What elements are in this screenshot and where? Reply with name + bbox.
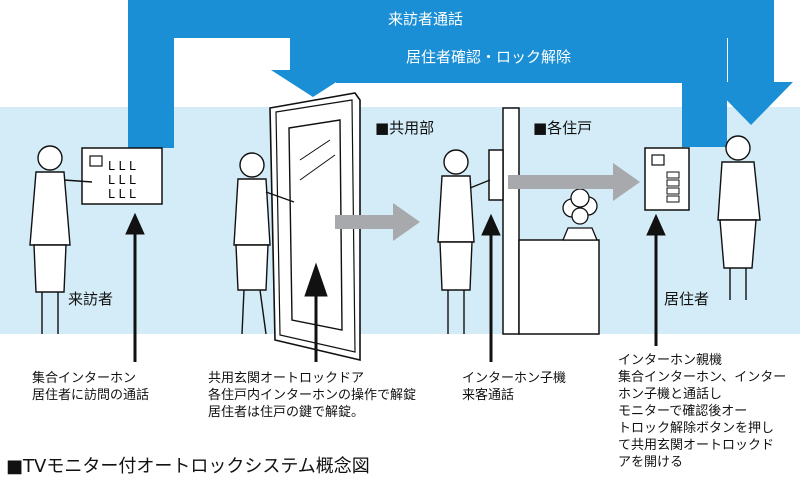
caption-line: トロック解除ボタンを押し (618, 421, 775, 436)
visitor-figure-2 (233, 152, 295, 335)
resident-label: 居住者 (664, 290, 710, 308)
caption-collective-intercom: 集合インターホン 居住者に訪問の通話 (32, 370, 149, 404)
caption-line: 共用玄関オートロックドア (208, 371, 365, 386)
caption-line: 居住者に訪問の通話 (32, 388, 150, 403)
caption-door-intercom: インターホン子機 来客通話 (462, 370, 566, 404)
common-area-label: ■共用部 (375, 119, 435, 137)
caption-line: 各住戸内インターホンの操作で解錠 (208, 388, 417, 403)
each-unit-label: ■各住戸 (533, 119, 593, 137)
visitor-figure-1 (29, 145, 93, 334)
door-intercom-icon (488, 149, 504, 201)
gray-arrow-2 (508, 163, 640, 201)
caption-line: インターホン子機 (462, 371, 567, 386)
diagram-title: ■TVモニター付オートロックシステム概念図 (6, 456, 370, 477)
callout-arrow-door-intercom (481, 213, 501, 362)
caption-line: 居住者は住戸の鍵で解錠。 (208, 405, 365, 420)
resident-figure (717, 135, 761, 300)
caption-line: アを開ける (618, 455, 684, 470)
gray-arrow-1 (335, 203, 420, 241)
auto-lock-door-icon (269, 92, 361, 362)
caption-line: 集合インターホン、インター (618, 370, 787, 385)
visitor-call-label: 来訪者通話 (388, 10, 464, 28)
caption-master-intercom: インターホン親機 集合インターホン、インター ホン子機と通話し モニターで確認後… (618, 352, 786, 471)
caption-auto-lock-door: 共用玄関オートロックドア 各住戸内インターホンの操作で解錠 居住者は住戸の鍵で解… (208, 370, 416, 421)
caption-line: て共用玄関オートロックド (618, 438, 775, 453)
resident-confirm-label: 居住者確認・ロック解除 (406, 48, 572, 66)
callout-arrow-panel (125, 212, 145, 362)
cabinet (518, 239, 600, 335)
visitor-label: 来訪者 (68, 290, 114, 308)
svg-text:L L L: L L L (108, 187, 136, 201)
wall (502, 107, 520, 335)
svg-text:L L L: L L L (108, 159, 136, 173)
caption-line: 集合インターホン (32, 371, 137, 386)
caption-line: 来客通話 (462, 388, 515, 403)
svg-text:L L L: L L L (108, 173, 136, 187)
collective-intercom-panel-icon: L L L L L L L L L (81, 147, 163, 205)
visitor-figure-3 (437, 149, 491, 334)
resident-unlock-arrow (271, 37, 727, 147)
callout-arrow-master (646, 213, 666, 346)
callout-arrow-door (304, 262, 328, 362)
caption-line: モニターで確認後オー (618, 404, 748, 419)
caption-line: ホン子機と通話し (618, 387, 723, 402)
caption-line: インターホン親機 (618, 353, 723, 368)
